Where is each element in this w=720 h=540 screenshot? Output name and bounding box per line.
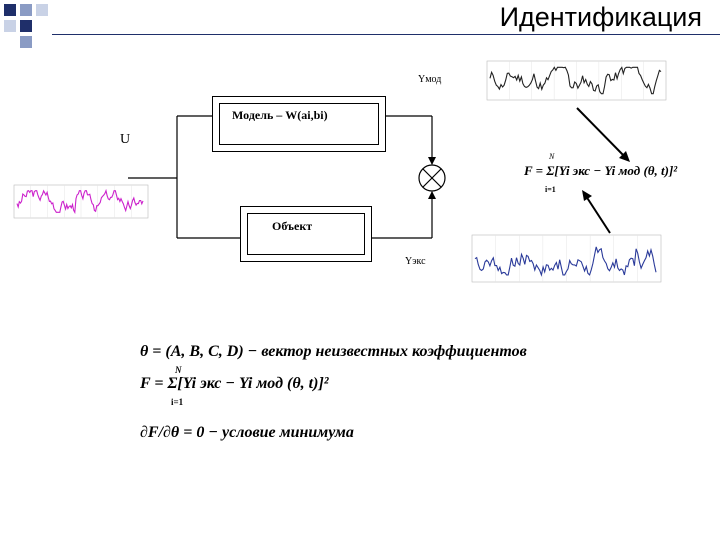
corner-square-6 (20, 36, 32, 48)
signal-line (474, 246, 657, 277)
signal-line (489, 66, 662, 95)
y-mod-label: Yмод (418, 74, 442, 85)
object-box-inner (247, 213, 365, 255)
corner-square-5 (4, 20, 16, 32)
object-label: Объект (272, 219, 313, 233)
model-label: Модель – W(ai,bi) (232, 108, 328, 122)
arrow-head-up (428, 191, 436, 199)
diagram-sum-top: N (549, 152, 555, 161)
corner-square-2 (20, 4, 32, 16)
diagram-f-formula: F = Σ[Yi экс − Yi мод (θ, t)]² (524, 163, 677, 179)
page-title: Идентификация (499, 2, 702, 32)
title-underline (52, 34, 720, 35)
equation-f: F = Σ[Yi экс − Yi мод (θ, t)]² (140, 375, 329, 393)
model-box (212, 96, 386, 152)
model-output-plot (486, 60, 667, 101)
corner-square-4 (20, 20, 32, 32)
corner-square-1 (4, 4, 16, 16)
equation-theta: θ = (A, B, C, D) − вектор неизвестных ко… (140, 343, 527, 360)
diagram-f-formula-text: F = Σ[Yi экс − Yi мод (θ, t)]² (524, 163, 678, 178)
diagram-sum-bottom: i=1 (545, 185, 556, 194)
arrow-model-to-f (576, 107, 629, 161)
arrow-head-down (428, 157, 436, 165)
arrow-model-to-f-head (619, 151, 630, 162)
arrow-exp-to-f-head (582, 190, 592, 201)
corner-square-3 (36, 4, 48, 16)
equation-minimum: ∂F/∂θ = 0 − условие минимума (140, 424, 354, 441)
arrow-exp-to-f (583, 192, 611, 234)
model-box-inner (219, 103, 379, 145)
input-signal-plot (13, 184, 149, 219)
equation-f-text: F = Σ[Yi экс − Yi мод (θ, t)]² (140, 375, 329, 392)
equation-sum-bottom: i=1 (171, 397, 184, 407)
y-exp-label: Yэкс (405, 256, 426, 267)
exp-output-plot (471, 234, 662, 283)
signal-line (16, 188, 144, 215)
input-label: U (120, 132, 131, 147)
equation-sum-top: N (175, 365, 182, 375)
object-box (240, 206, 372, 262)
